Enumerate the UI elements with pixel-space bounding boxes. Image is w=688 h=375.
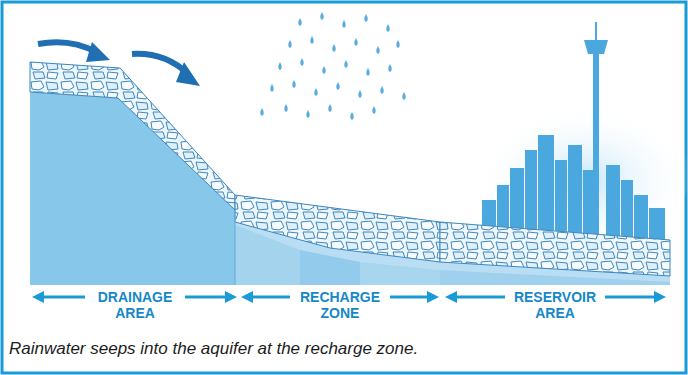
ground-section — [30, 62, 670, 285]
city-skyline — [475, 22, 688, 245]
rain-drop — [336, 82, 340, 90]
rain-drop — [402, 92, 406, 100]
rain-drop — [322, 66, 326, 74]
rain-drop — [284, 104, 288, 112]
rain-drops — [260, 12, 406, 120]
rain-drop — [278, 62, 282, 70]
rain-drop — [376, 46, 380, 54]
rain-drop — [270, 84, 274, 92]
rain-drop — [320, 12, 324, 20]
rain-drop — [354, 38, 358, 46]
rain-drop — [260, 108, 264, 116]
rain-drop — [292, 80, 296, 88]
rain-drop — [386, 24, 390, 32]
zone-label: RECHARGE ZONE — [290, 289, 390, 321]
rain-drop — [300, 58, 304, 66]
rain-drop — [306, 110, 310, 118]
zone-label: RESERVOIR AREA — [505, 289, 605, 321]
rain-drop — [366, 68, 370, 76]
rain-drop — [396, 40, 400, 48]
rain-drop — [342, 20, 346, 28]
zone-label: DRAINAGE AREA — [85, 289, 185, 321]
rain-drop — [288, 40, 292, 48]
rain-drop — [372, 106, 376, 114]
rain-drop — [388, 64, 392, 72]
rain-drop — [350, 112, 354, 120]
runoff-arrows — [38, 42, 200, 86]
rain-drop — [364, 14, 368, 22]
rain-drop — [314, 88, 318, 96]
rain-drop — [298, 18, 302, 26]
rain-drop — [328, 104, 332, 112]
caption: Rainwater seeps into the aquifer at the … — [9, 339, 418, 359]
rain-drop — [380, 86, 384, 94]
rain-drop — [332, 44, 336, 52]
buildings — [482, 22, 665, 245]
rain-drop — [344, 60, 348, 68]
rain-drop — [310, 36, 314, 44]
rain-drop — [358, 90, 362, 98]
